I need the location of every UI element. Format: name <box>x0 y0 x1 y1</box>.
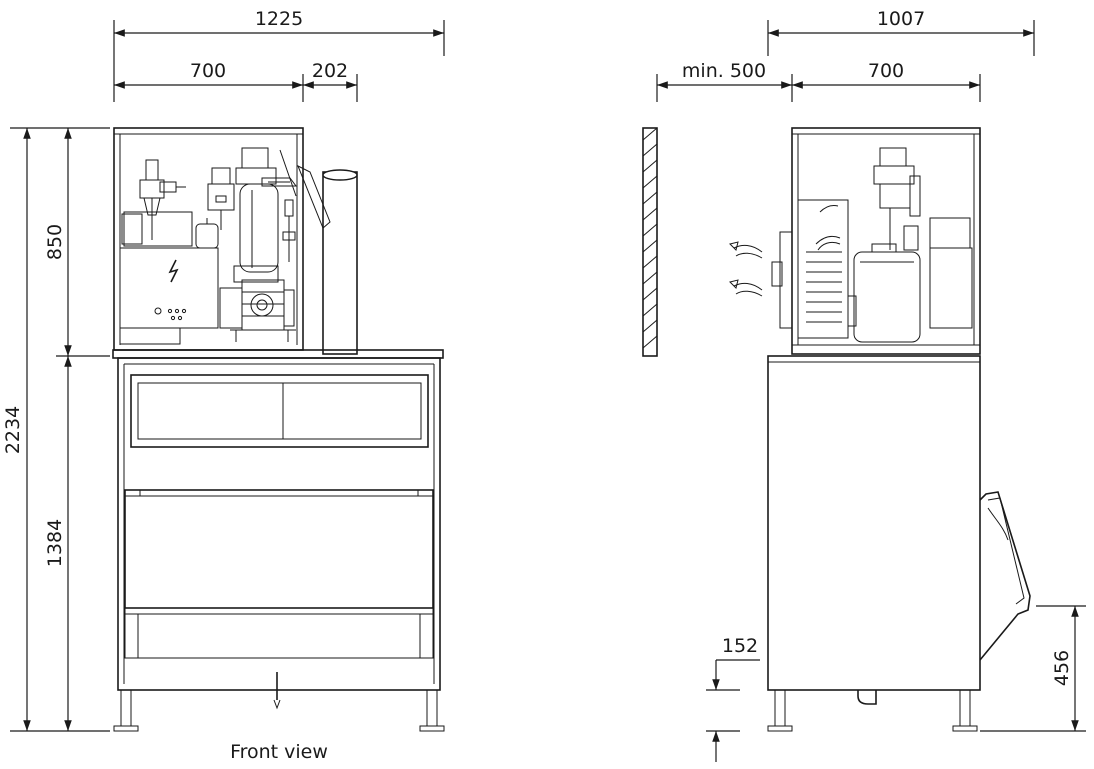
ice-chute <box>297 164 358 355</box>
side-upper-unit <box>771 127 981 355</box>
dim-wall-clearance: min. 500 <box>682 60 766 82</box>
front-view: 1225 700 202 2234 850 1384 Front view <box>2 8 445 763</box>
dim-cabinet-depth: 700 <box>868 60 904 82</box>
dim-spout-offset: 202 <box>312 60 348 82</box>
valve-assembly <box>121 159 186 245</box>
dim-overall-depth: 1007 <box>877 8 925 30</box>
outlet-height-dimension: 152 <box>706 635 760 762</box>
pipework-right <box>282 199 296 262</box>
dim-overall-width: 1225 <box>255 8 303 30</box>
dim-cabinet-width: 700 <box>190 60 226 82</box>
front-view-caption: Front view <box>230 741 328 763</box>
wall <box>642 127 658 357</box>
dim-overall-height: 2234 <box>2 406 24 454</box>
solenoid-valve <box>207 167 235 230</box>
side-depth-dimensions: 1007 min. 500 700 <box>656 8 1035 102</box>
dim-handle-height: 456 <box>1051 650 1073 686</box>
front-width-dimensions: 1225 700 202 <box>113 8 445 102</box>
side-lower-cabinet <box>767 355 1031 732</box>
side-view: 1007 min. 500 700 152 456 <box>642 8 1086 762</box>
lower-cabinet <box>112 349 445 732</box>
evaporator <box>235 147 297 273</box>
electrical-box <box>119 211 219 345</box>
airflow-arrows <box>729 241 763 297</box>
front-height-dimensions: 2234 850 1384 <box>2 127 110 732</box>
upper-unit <box>113 127 304 351</box>
dim-lower-unit-height: 1384 <box>44 519 66 567</box>
dim-upper-unit-height: 850 <box>44 224 66 260</box>
handle-height-dimension: 456 <box>980 605 1086 732</box>
dim-outlet-height: 152 <box>722 635 758 657</box>
motor <box>219 265 296 342</box>
